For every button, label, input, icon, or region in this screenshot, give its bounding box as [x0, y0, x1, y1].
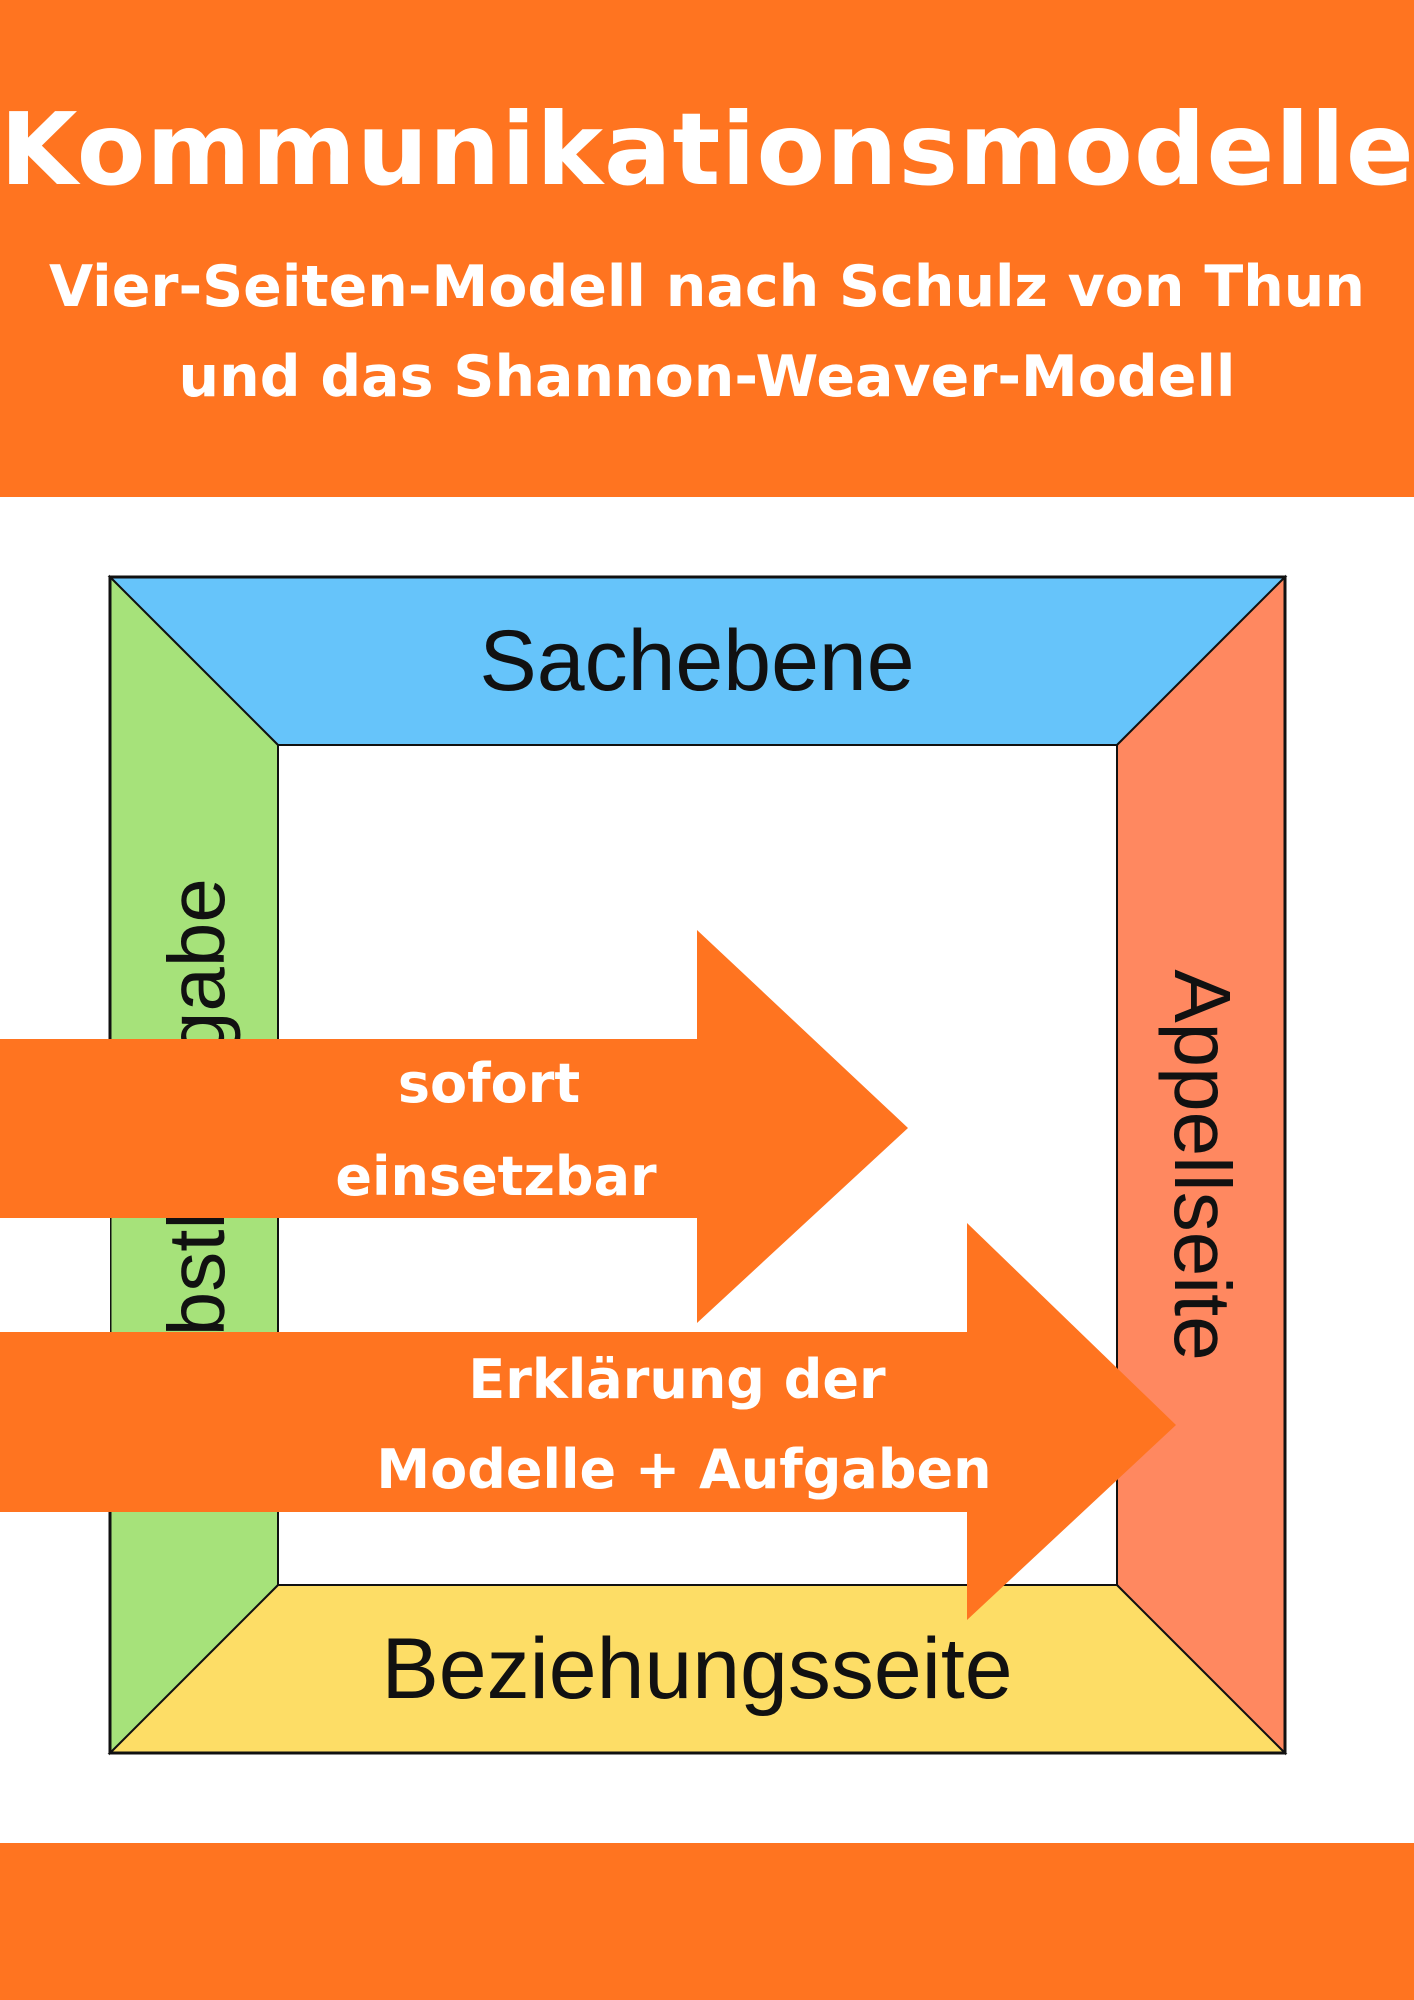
subtitle-line-2: und das Shannon-Weaver-Modell	[178, 344, 1236, 410]
page-title: Kommunikationsmodelle	[0, 91, 1414, 208]
label-beziehungsseite: Beziehungsseite	[381, 1621, 1012, 1717]
footer-banner	[0, 1843, 1414, 2000]
subtitle-line-1: Vier-Seiten-Modell nach Schulz von Thun	[49, 254, 1365, 320]
arrow-sofort-einsetzbar	[0, 930, 908, 1323]
gap-between-arrows	[0, 1218, 110, 1332]
arrow2-line2: Modelle + Aufgaben	[376, 1438, 991, 1501]
label-sachebene: Sachebene	[479, 613, 914, 709]
header-banner	[0, 0, 1414, 497]
arrow-erklaerung-modelle	[0, 1223, 1176, 1620]
arrow2-line1: Erklärung der	[468, 1348, 886, 1411]
arrow1-line2: einsetzbar	[335, 1145, 657, 1208]
label-appellseite: Appellseite	[1158, 969, 1247, 1360]
arrow1-line1: sofort	[398, 1052, 580, 1115]
